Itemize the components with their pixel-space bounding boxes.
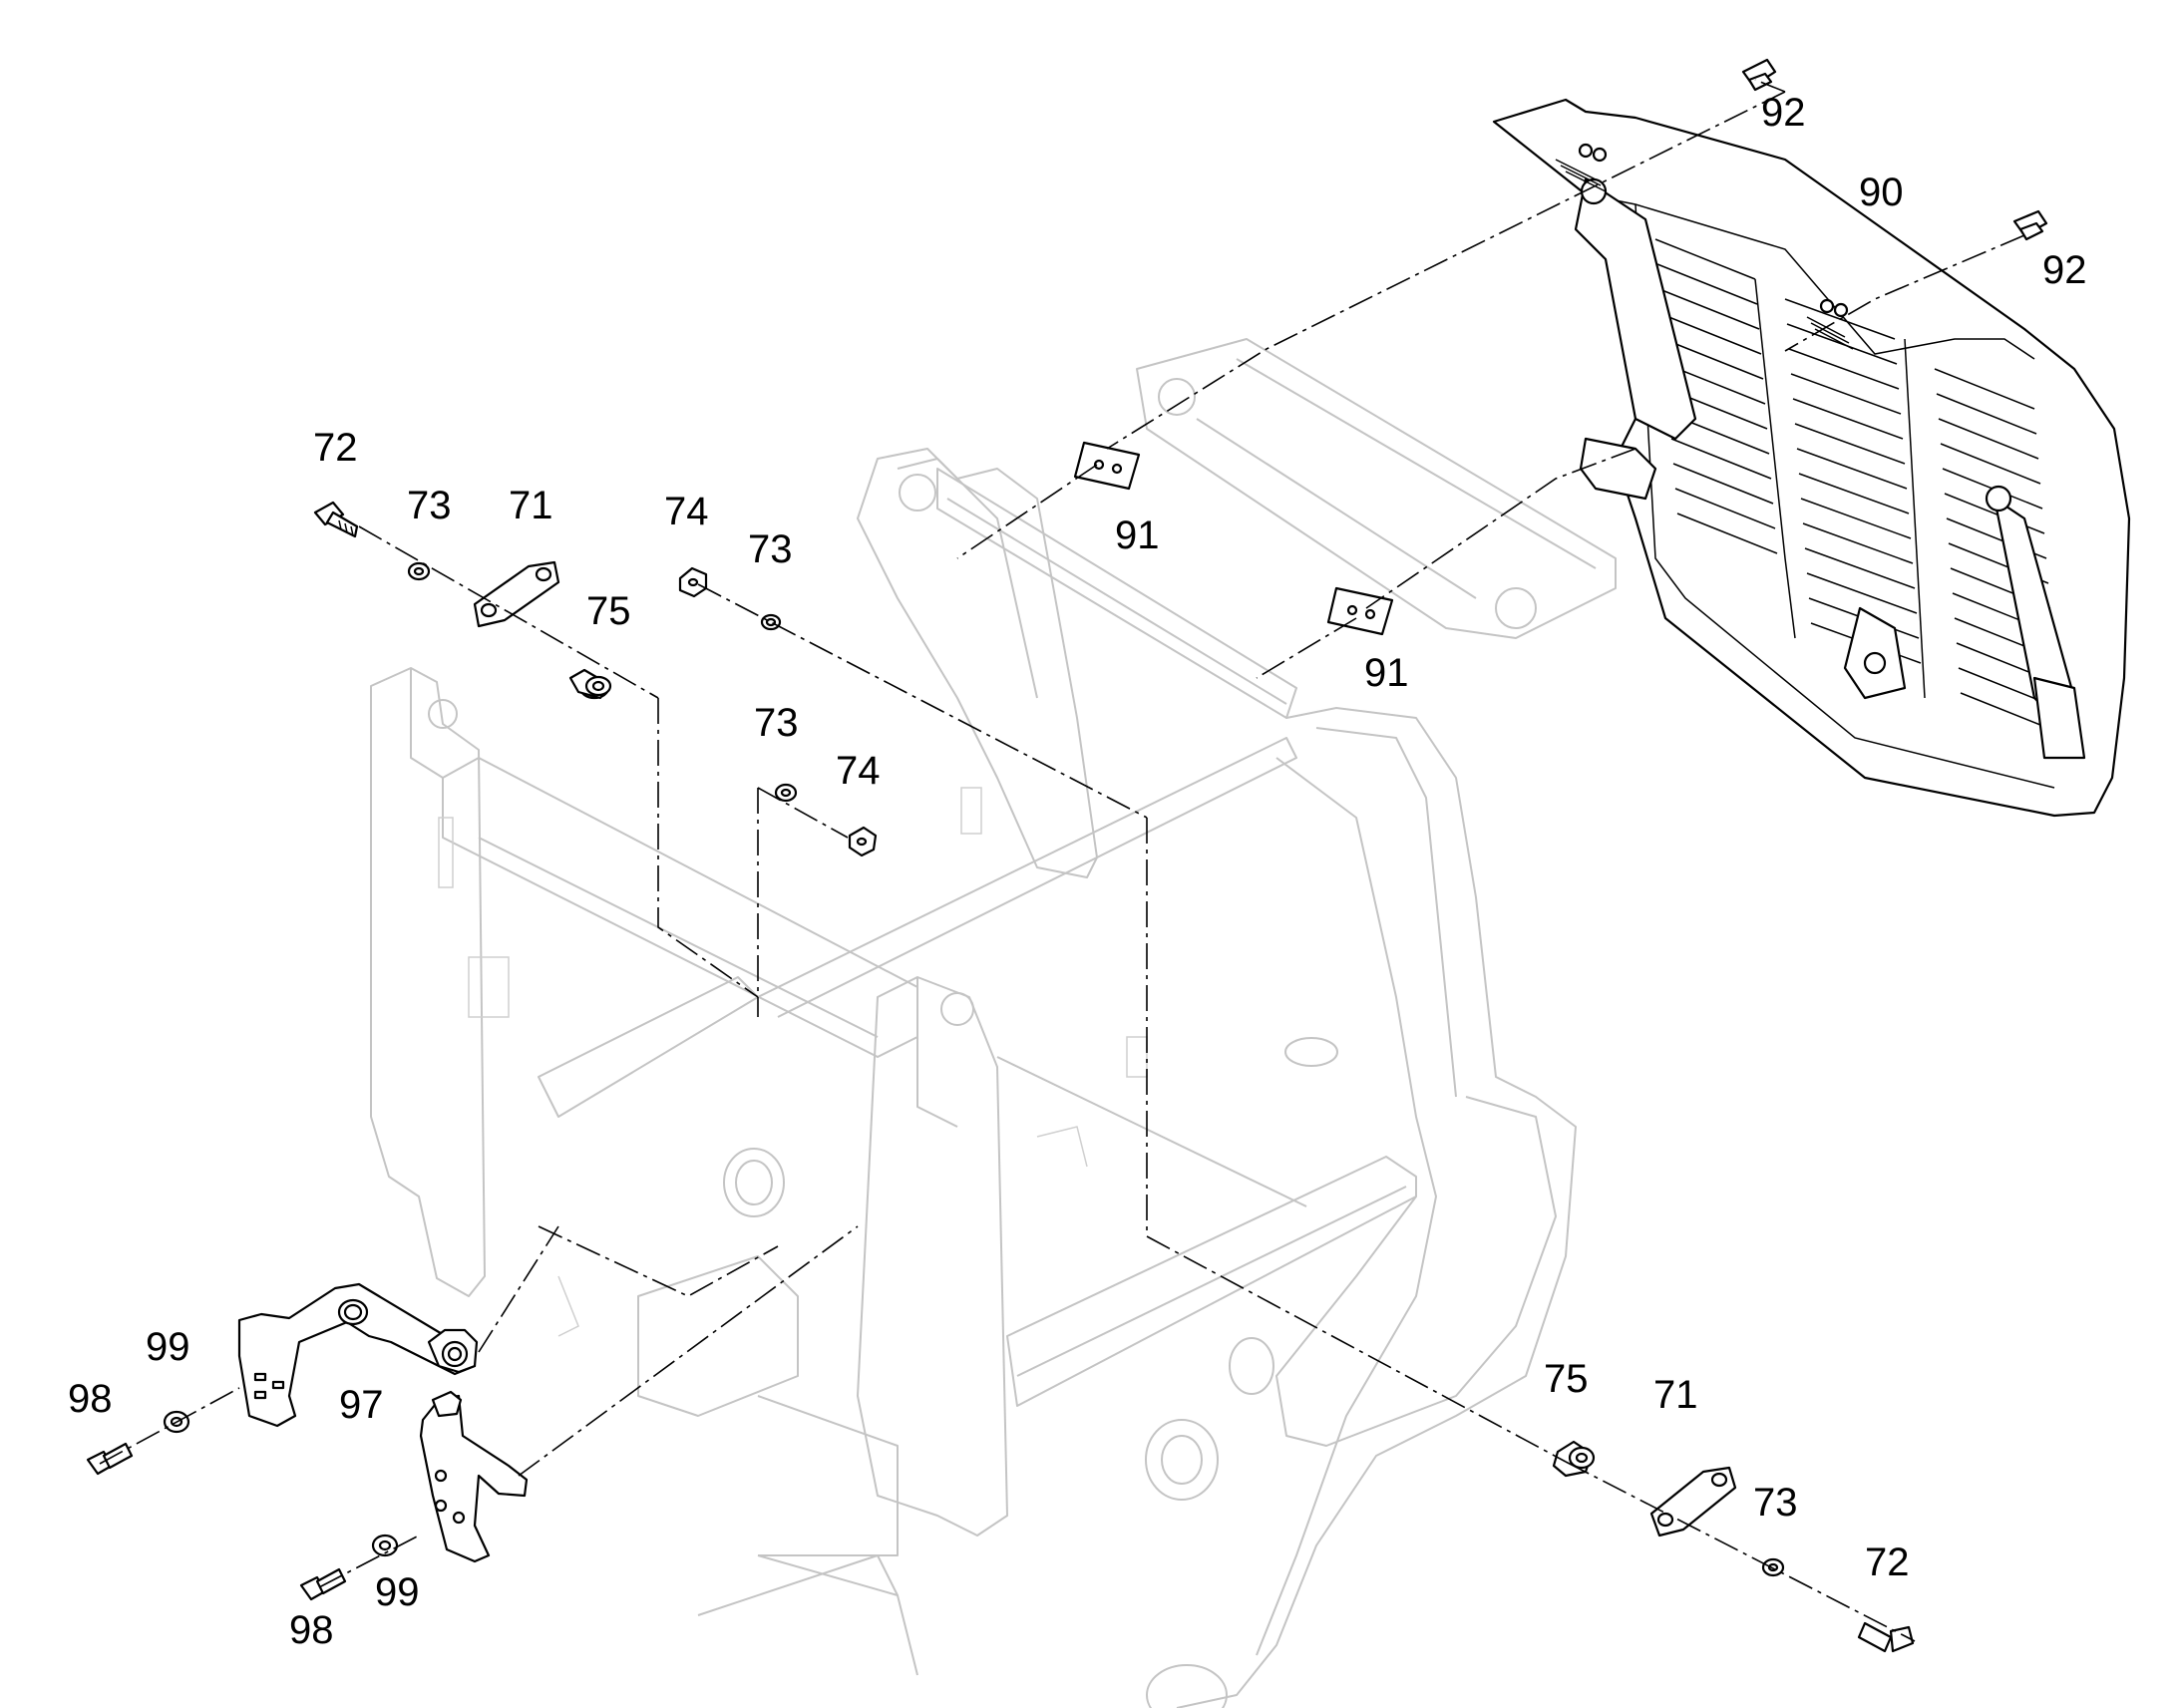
callout-73-lower-right: 73 bbox=[1753, 1481, 1798, 1525]
callout-92-right: 92 bbox=[2042, 248, 2087, 292]
plate-91-lower bbox=[1326, 586, 1394, 636]
callout-75-upper: 75 bbox=[586, 589, 631, 633]
callout-99-upper: 99 bbox=[146, 1325, 190, 1369]
callout-71-lower: 71 bbox=[1653, 1373, 1698, 1417]
callout-74-lower: 74 bbox=[836, 749, 881, 793]
plate-71-lower bbox=[1649, 1466, 1737, 1537]
callout-74-upper: 74 bbox=[664, 490, 709, 533]
callout-98-lower: 98 bbox=[289, 1608, 334, 1652]
mast-frame bbox=[370, 338, 1617, 1708]
spacer-75-lower bbox=[1552, 1440, 1596, 1478]
washer-99-lower bbox=[371, 1534, 399, 1557]
grille-assembly bbox=[1492, 98, 2131, 818]
washer-73-upper-centre bbox=[760, 613, 782, 631]
plate-71-upper bbox=[473, 560, 560, 628]
screw-98-lower bbox=[299, 1567, 347, 1601]
spacer-75-upper bbox=[568, 668, 612, 700]
callout-71-upper: 71 bbox=[509, 484, 553, 527]
washer-73-upper-left bbox=[407, 561, 431, 581]
nut-74-lower bbox=[848, 826, 878, 857]
callout-98-upper: 98 bbox=[68, 1377, 113, 1421]
callout-labels: 92 90 92 91 91 72 73 71 75 74 73 73 74 9… bbox=[68, 91, 2087, 1652]
callout-72-lower: 72 bbox=[1865, 1540, 1910, 1584]
bracket-97 bbox=[237, 1282, 529, 1563]
nut-74-upper bbox=[678, 566, 708, 598]
washer-73-lower-right bbox=[1761, 1557, 1785, 1577]
washer-73-lower-centre bbox=[774, 783, 798, 803]
plate-91-upper bbox=[1073, 441, 1141, 491]
callout-99-lower: 99 bbox=[375, 1570, 420, 1614]
bolt-72-upper bbox=[313, 501, 359, 538]
callout-73-upper-left: 73 bbox=[407, 484, 452, 527]
callout-73-upper-centre: 73 bbox=[748, 527, 793, 571]
bolt-72-lower bbox=[1857, 1621, 1915, 1653]
callout-91-upper: 91 bbox=[1115, 513, 1160, 557]
callout-92-top: 92 bbox=[1761, 91, 1806, 135]
screw-98-upper bbox=[86, 1442, 134, 1476]
callout-90: 90 bbox=[1859, 171, 1904, 214]
callout-73-lower-centre: 73 bbox=[754, 701, 799, 745]
callout-72-upper: 72 bbox=[313, 426, 358, 470]
screw-92-top bbox=[1741, 58, 1777, 92]
callout-97: 97 bbox=[339, 1383, 384, 1427]
callout-75-lower: 75 bbox=[1544, 1357, 1589, 1401]
callout-91-lower: 91 bbox=[1364, 651, 1409, 695]
assembly-leader-lines bbox=[99, 79, 2025, 1642]
screw-92-right bbox=[2012, 209, 2048, 241]
